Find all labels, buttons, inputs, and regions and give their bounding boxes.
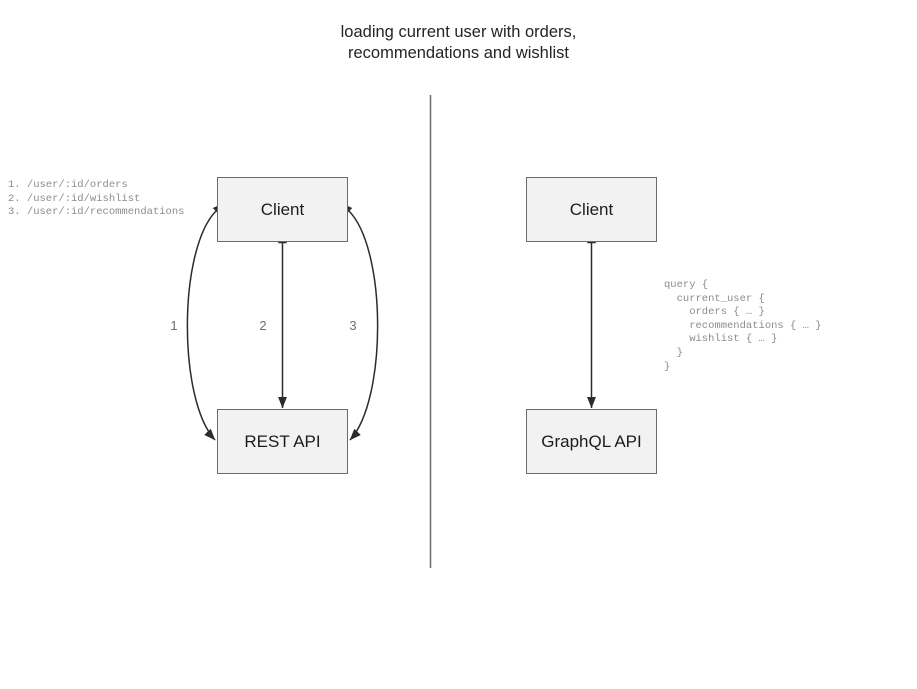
- graphql-query-block: query { current_user { orders { … } reco…: [664, 279, 822, 373]
- rest-edge-1-arc: [186, 203, 224, 441]
- node-graphql-api[interactable]: GraphQL API: [526, 409, 657, 474]
- rest-endpoint-list: 1. /user/:id/orders 2. /user/:id/wishlis…: [8, 179, 185, 219]
- node-rest-api[interactable]: REST API: [217, 409, 348, 474]
- edge-label-1: 1: [170, 318, 178, 333]
- edge-label-3: 3: [349, 318, 357, 333]
- node-rest-api-label: REST API: [244, 431, 321, 451]
- edge-label-2: 2: [259, 318, 267, 333]
- node-client-rest-label: Client: [260, 199, 305, 219]
- node-client-graphql-label: Client: [569, 199, 614, 219]
- page-title: loading current user with orders, recomm…: [340, 23, 577, 62]
- node-client-rest[interactable]: Client: [217, 177, 348, 242]
- node-graphql-api-label: GraphQL API: [541, 431, 642, 451]
- node-client-graphql[interactable]: Client: [526, 177, 657, 242]
